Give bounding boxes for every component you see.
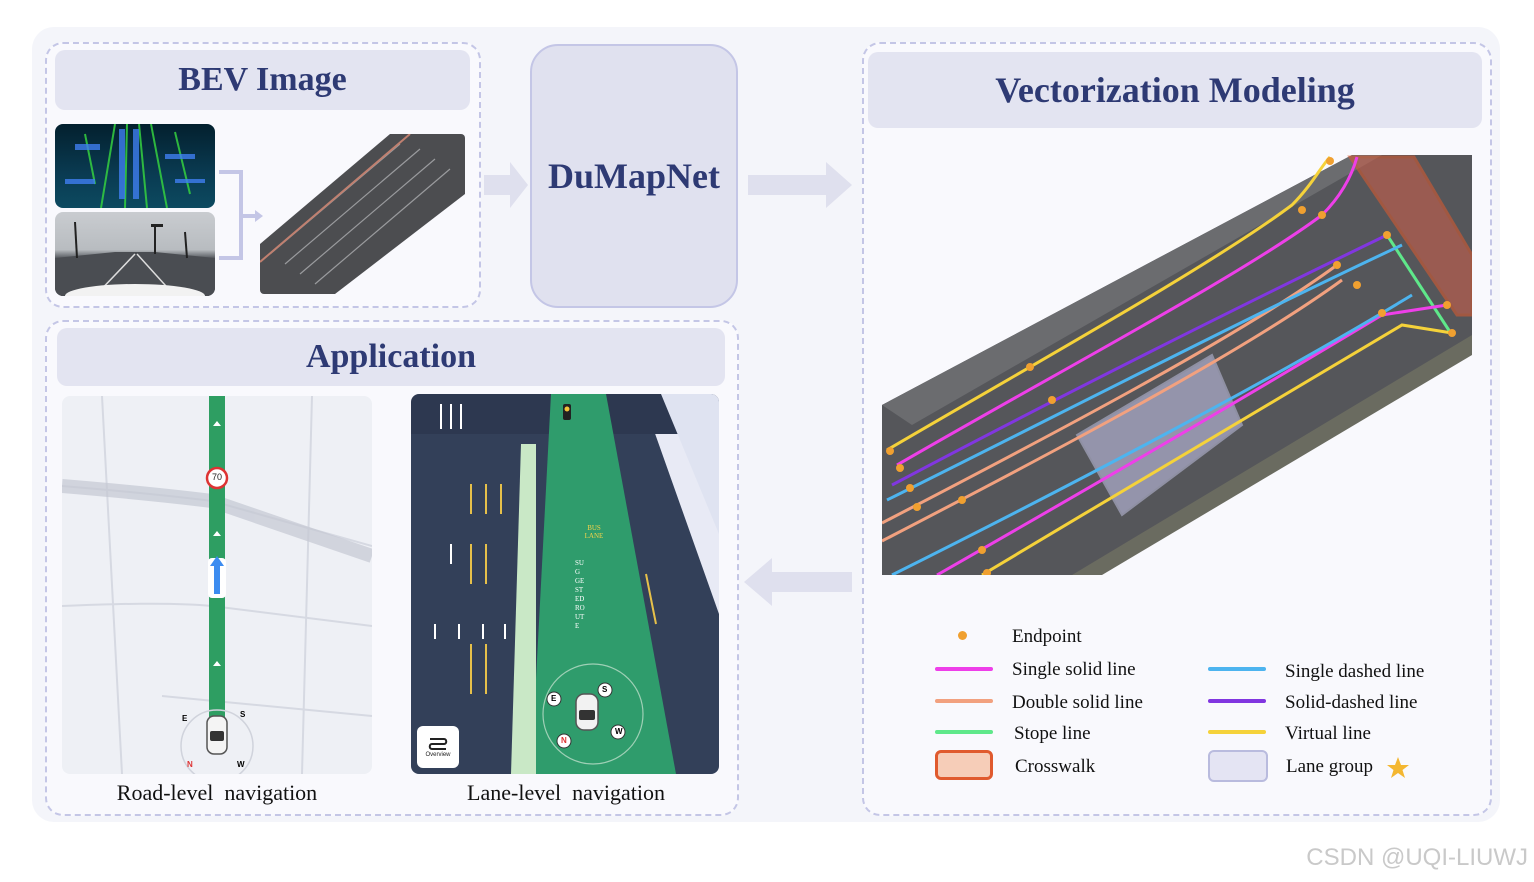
suggested-route-text: SUGGESTED ROUTE	[575, 559, 585, 630]
legend-single-dashed-label: Single dashed line	[1285, 661, 1425, 682]
legend-double-solid-label: Double solid line	[1012, 692, 1143, 713]
bus-lane-text: BUS LANE	[584, 524, 604, 540]
legend-virtual-line-swatch	[1208, 730, 1266, 734]
compass-e: E	[182, 714, 188, 723]
legend-crosswalk-swatch	[935, 750, 993, 780]
road-level-caption: Road-level navigation	[116, 780, 318, 805]
compass-n: N	[187, 760, 193, 769]
star-icon	[1387, 757, 1409, 778]
camera-image	[55, 212, 215, 296]
legend-solid-dashed-swatch	[1208, 699, 1266, 703]
legend-double-solid-swatch	[935, 699, 993, 703]
arrow-right-icon	[748, 162, 852, 208]
legend-endpoint-dot	[958, 631, 967, 640]
compass-n: N	[561, 736, 567, 745]
legend-lane-group-swatch	[1208, 750, 1268, 782]
compass-s: S	[240, 710, 246, 719]
legend-single-dashed-swatch	[1208, 667, 1266, 671]
merge-bracket-icon	[219, 170, 263, 260]
legend-crosswalk-label: Crosswalk	[1015, 756, 1096, 777]
legend-lane-group-label: Lane group	[1286, 756, 1374, 777]
legend-endpoint-label: Endpoint	[1012, 626, 1082, 647]
legend-virtual-line-label: Virtual line	[1285, 723, 1371, 744]
bev-title: BEV Image	[55, 50, 470, 110]
dumapnet-block: DuMapNet	[530, 44, 738, 308]
legend-stop-line-label: Stope line	[1014, 723, 1091, 744]
compass-w: W	[237, 760, 245, 769]
route-overview-icon	[428, 738, 448, 750]
compass-e: E	[551, 694, 557, 703]
road-level-map: 70 E S N W	[62, 396, 372, 774]
lane-level-caption: Lane-level navigation	[467, 780, 665, 805]
arrow-left-icon	[744, 558, 852, 606]
lane-level-map: E S N W BUS LANE SUGGESTED ROUTE Overvie…	[411, 394, 719, 774]
legend-stop-line-swatch	[935, 730, 993, 734]
lidar-pointcloud-image	[55, 124, 215, 208]
vectorized-map-image	[881, 155, 1474, 577]
dumapnet-label: DuMapNet	[548, 156, 720, 196]
legend-single-solid-label: Single solid line	[1012, 659, 1136, 680]
speed-limit-sign: 70	[211, 472, 222, 482]
legend-single-solid-swatch	[935, 667, 993, 671]
overview-label: Overview	[425, 752, 451, 758]
compass-s: S	[602, 685, 608, 694]
overview-button[interactable]: Overview	[417, 726, 459, 768]
vectorization-title: Vectorization Modeling	[868, 52, 1482, 128]
application-title: Application	[57, 328, 725, 386]
bev-road-image	[260, 134, 465, 294]
legend-solid-dashed-label: Solid-dashed line	[1285, 692, 1418, 713]
watermark: CSDN @UQI-LIUWJ	[1306, 844, 1528, 871]
arrow-right-icon	[484, 162, 528, 208]
compass-w: W	[615, 727, 623, 736]
